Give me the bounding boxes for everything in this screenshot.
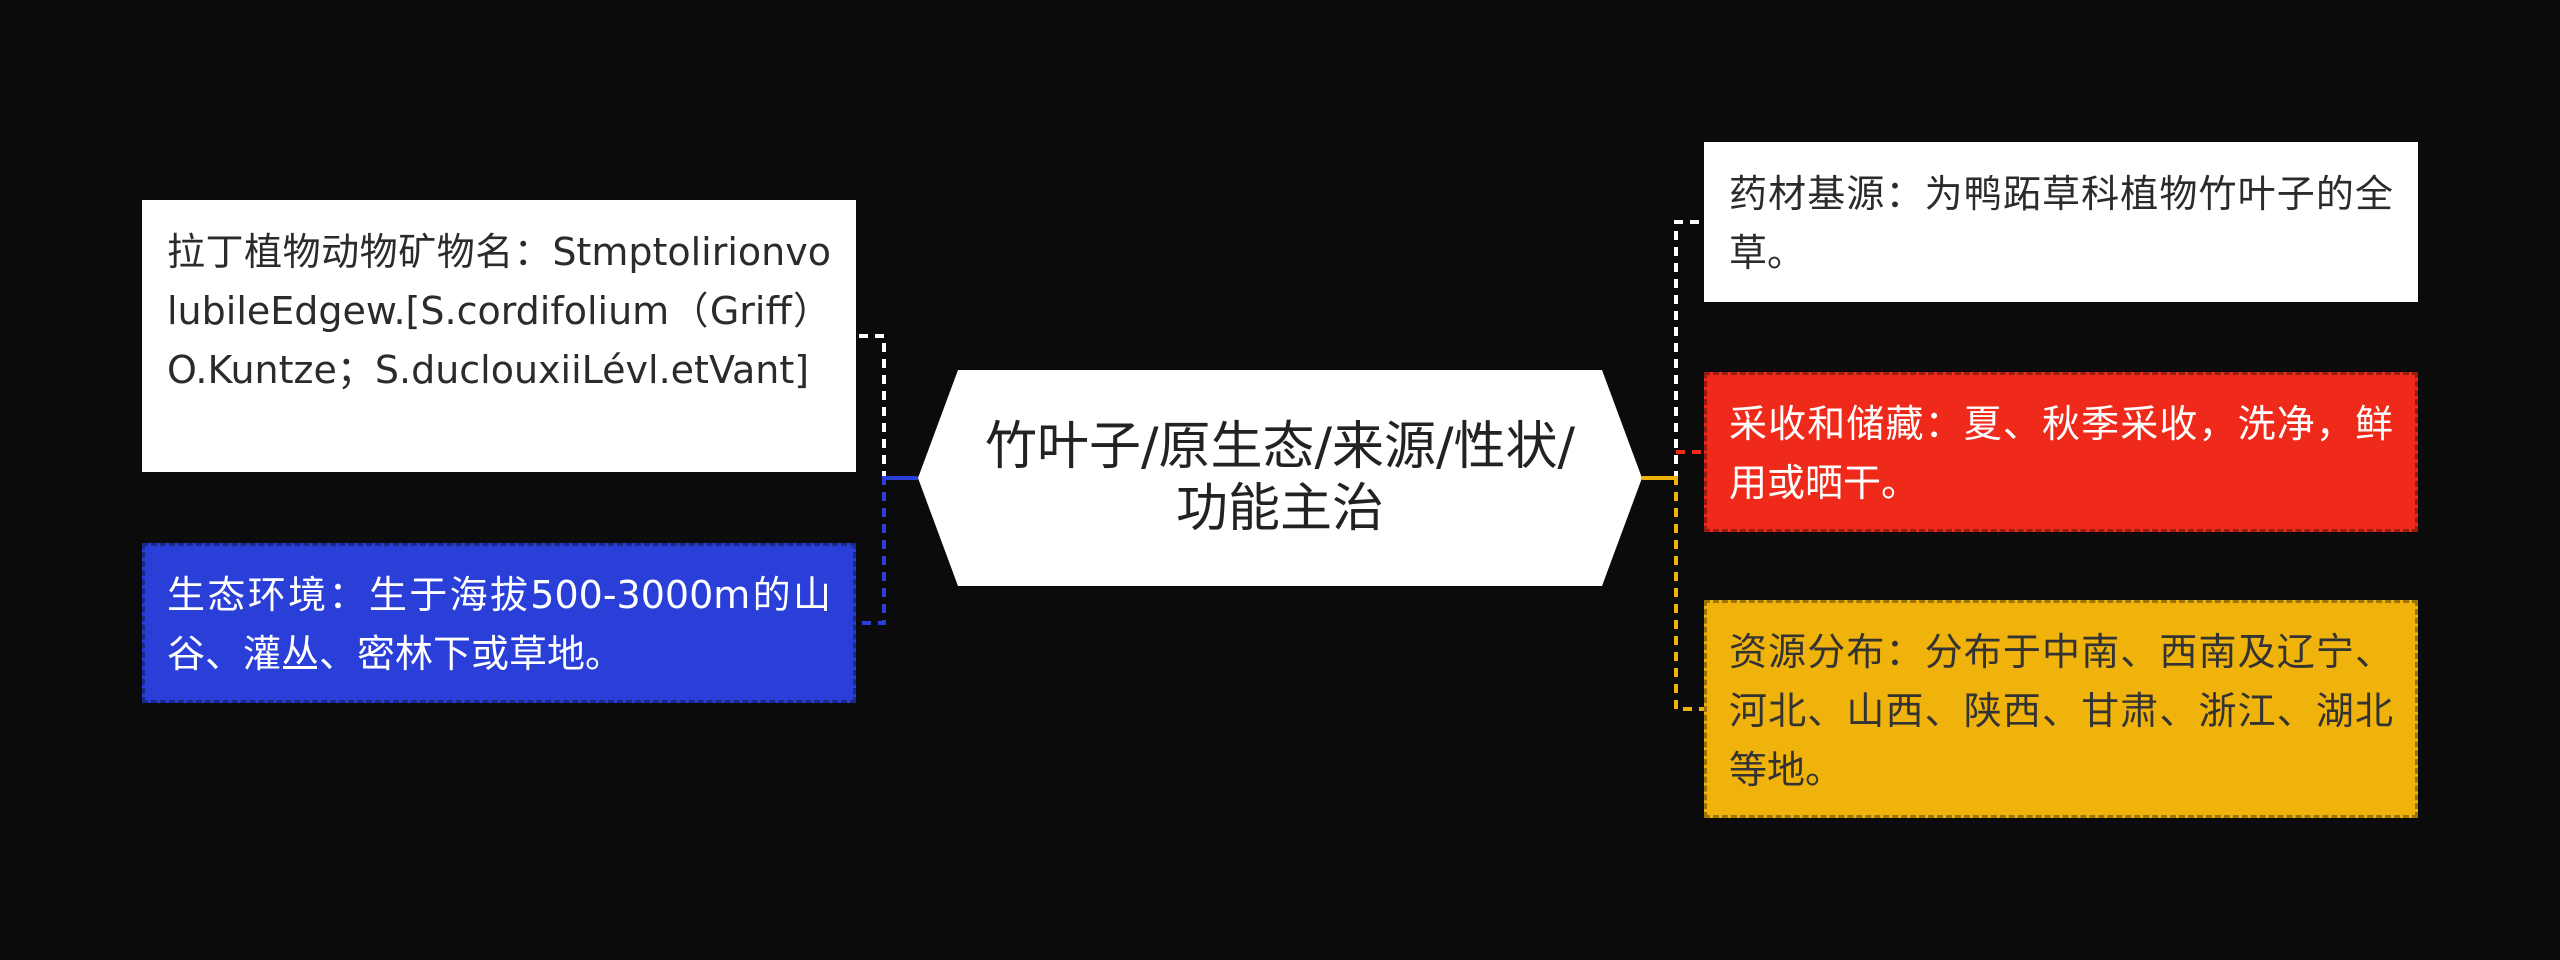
- harvest-text: 采收和储藏：夏、秋季采收，洗净，鲜用或晒干。: [1729, 402, 2393, 505]
- connector-distrib: [1642, 476, 1704, 711]
- distribution-text: 资源分布：分布于中南、西南及辽宁、河北、山西、陕西、甘肃、浙江、湖北等地。: [1729, 630, 2393, 792]
- branch-distribution[interactable]: 资源分布：分布于中南、西南及辽宁、河北、山西、陕西、甘肃、浙江、湖北等地。: [1704, 600, 2418, 818]
- center-hexagon: [918, 370, 1642, 586]
- connector-source: [1642, 220, 1704, 480]
- center-topic[interactable]: 竹叶子/原生态/来源/性状/功能主治: [918, 370, 1642, 586]
- branch-source[interactable]: 药材基源：为鸭跖草科植物竹叶子的全草。: [1704, 142, 2418, 302]
- center-topic-title: 竹叶子/原生态/来源/性状/功能主治: [984, 417, 1576, 539]
- connector-habitat: [856, 476, 918, 625]
- latin-name-text: 拉丁植物动物矿物名：StmptolirionvolubileEdgew.[S.c…: [167, 230, 831, 392]
- source-text: 药材基源：为鸭跖草科植物竹叶子的全草。: [1729, 172, 2393, 275]
- branch-harvest[interactable]: 采收和储藏：夏、秋季采收，洗净，鲜用或晒干。: [1704, 372, 2418, 532]
- habitat-text: 生态环境：生于海拔500-3000m的山谷、灌丛、密林下或草地。: [167, 573, 831, 676]
- branch-habitat[interactable]: 生态环境：生于海拔500-3000m的山谷、灌丛、密林下或草地。: [142, 543, 856, 703]
- connector-latin: [856, 334, 918, 480]
- branch-latin-name[interactable]: 拉丁植物动物矿物名：StmptolirionvolubileEdgew.[S.c…: [142, 200, 856, 472]
